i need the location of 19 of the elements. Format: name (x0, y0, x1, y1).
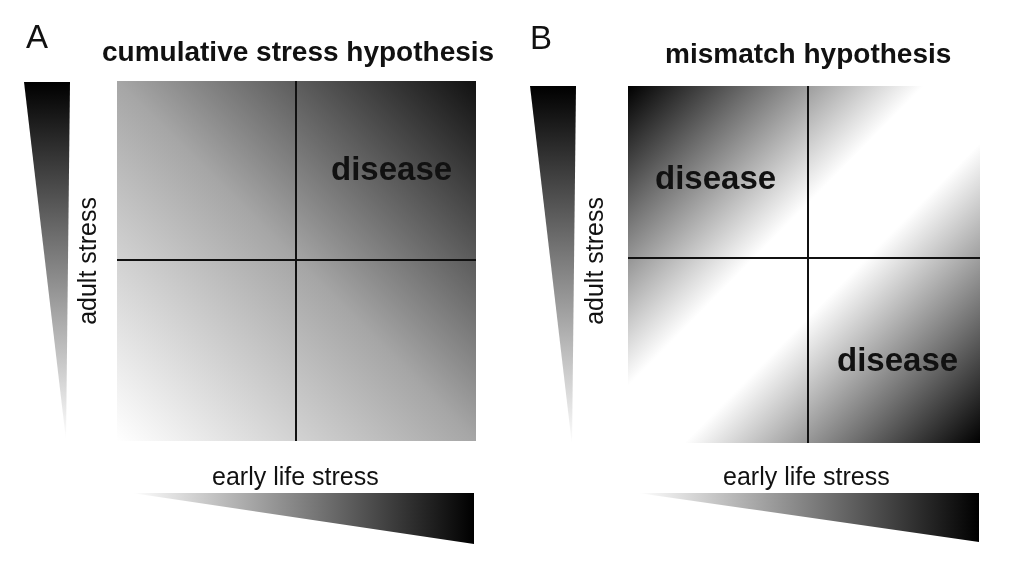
axis-label: early life stress (212, 464, 379, 489)
quadrant (117, 261, 295, 441)
panel-letter: A (26, 20, 48, 53)
quadrant-label: disease (655, 161, 777, 194)
quadrant (297, 81, 476, 259)
quadrant (809, 86, 980, 257)
panel-letter: B (530, 21, 552, 54)
quadrant (809, 259, 980, 443)
axis-label: early life stress (723, 464, 890, 489)
quadrant (628, 259, 807, 443)
quadrant-label: disease (331, 152, 453, 185)
axis-label: adult stress (582, 197, 607, 325)
panel-title: cumulative stress hypothesis (102, 36, 495, 68)
quadrant (297, 261, 476, 441)
panel-title: mismatch hypothesis (665, 38, 952, 70)
axis-label: adult stress (75, 197, 100, 325)
quadrant (117, 81, 295, 259)
quadrant-label: disease (837, 343, 959, 376)
quadrant (628, 86, 807, 257)
